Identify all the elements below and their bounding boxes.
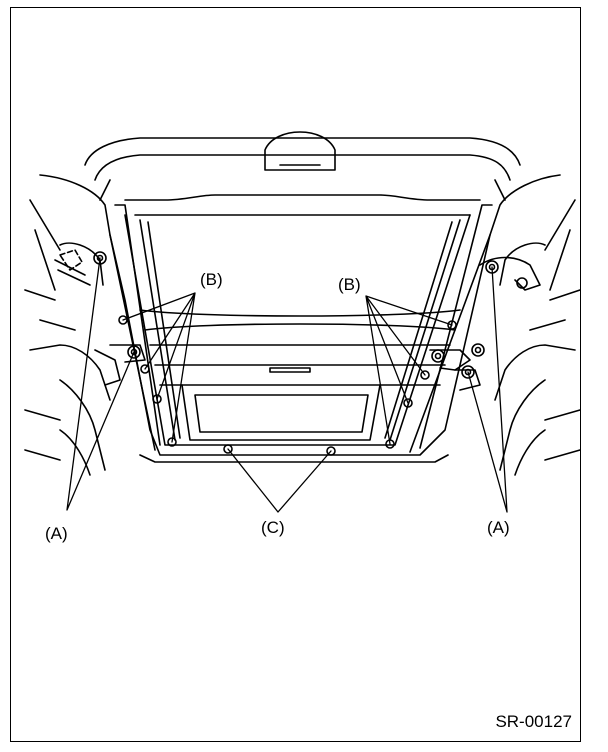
right-side-structure [429, 199, 581, 476]
label-b-right: (B) [338, 275, 361, 294]
figure-frame [10, 7, 581, 742]
bolt-b-left-3 [152, 394, 162, 404]
label-a-left: (A) [45, 524, 68, 543]
bolts-c [223, 444, 336, 456]
sunroof-panels [139, 309, 461, 441]
leader-lines [66, 257, 508, 513]
roof-outline [39, 131, 561, 456]
bolt-b-right-1 [447, 320, 457, 330]
figure-code: SR-00127 [495, 712, 572, 731]
label-c: (C) [261, 518, 285, 537]
bolt-b-left-1 [118, 315, 128, 325]
bolt-b-left-2 [140, 364, 150, 374]
label-a-right: (A) [487, 518, 510, 537]
bolt-b-right-3 [403, 398, 413, 408]
left-side-structure [24, 199, 146, 476]
bolt-c-2 [326, 446, 336, 456]
label-b-left: (B) [200, 270, 223, 289]
bolt-b-right-2 [420, 370, 430, 380]
bolt-c-1 [223, 444, 233, 454]
